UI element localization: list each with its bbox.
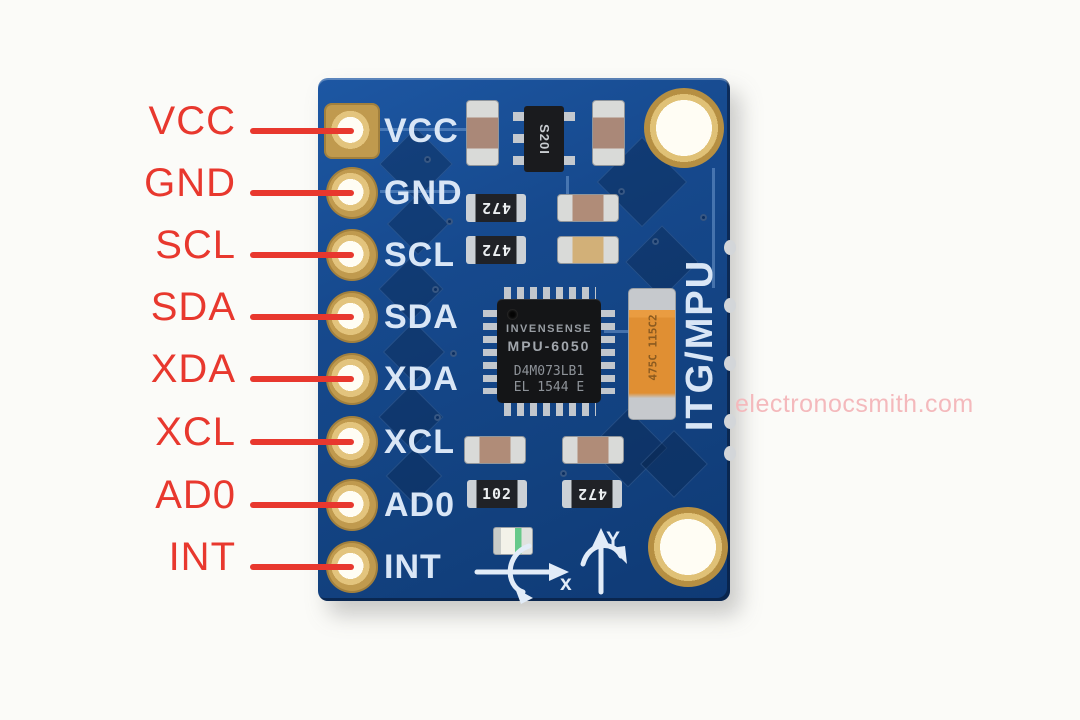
callout-line-int [250, 564, 354, 570]
callout-line-gnd [250, 190, 354, 196]
edge-solder-bump [724, 298, 736, 313]
capacitor [466, 100, 499, 166]
chip-leads-top [504, 287, 596, 300]
callout-label-int: INT [168, 535, 236, 579]
pcb-trace [604, 330, 628, 333]
callout-line-sda [250, 314, 354, 320]
via [618, 188, 625, 195]
watermark-text: electronocsmith.com [735, 390, 974, 418]
capacitor [464, 436, 526, 464]
silk-label-sda: SDA [384, 298, 459, 336]
resistor-472: 472 [562, 480, 622, 508]
chip-date-code: EL 1544 E [513, 380, 585, 395]
silk-label-vcc: VCC [384, 112, 459, 150]
pcb-trace [380, 128, 468, 131]
tantalum-capacitor: 475C 115C2 [628, 288, 676, 420]
chip-part-number: MPU-6050 [507, 338, 591, 354]
resistor-102: 102 [467, 480, 527, 508]
pcb-trace [712, 168, 715, 288]
mpu6050-chip: INVENSENSE MPU-6050 D4M073LB1 EL 1544 E [497, 299, 601, 403]
callout-label-xda: XDA [150, 347, 236, 391]
silk-label-xda: XDA [384, 360, 459, 398]
callout-label-gnd: GND [144, 161, 236, 205]
pcb-trace [380, 190, 458, 193]
capacitor [557, 236, 619, 264]
silk-label-gnd: GND [384, 174, 463, 212]
silk-side-label: ITG/MPU [679, 258, 721, 432]
callout-label-vcc: VCC [148, 99, 236, 143]
voltage-regulator: S20I [524, 106, 564, 172]
x-axis-label: x [560, 572, 572, 595]
y-axis-label: Y [606, 528, 621, 551]
chip-leads-bottom [504, 403, 596, 416]
callout-label-scl: SCL [155, 223, 236, 267]
resistor-marking: 102 [481, 485, 513, 503]
via [450, 350, 457, 357]
via [446, 218, 453, 225]
via [700, 214, 707, 221]
chip-leads-left [483, 310, 497, 394]
callout-line-scl [250, 252, 354, 258]
via [652, 238, 659, 245]
resistor-472: 472 [466, 194, 526, 222]
tantalum-marking-line2: 115C2 [646, 314, 660, 348]
capacitor [557, 194, 619, 222]
capacitor [592, 100, 625, 166]
regulator-lead [564, 156, 575, 165]
via [434, 414, 441, 421]
axis-arrows-icon [474, 528, 627, 604]
callout-line-vcc [250, 128, 354, 134]
edge-solder-bump [724, 240, 736, 255]
edge-solder-bump [724, 446, 736, 461]
callout-line-ad0 [250, 502, 354, 508]
chip-leads-right [601, 310, 615, 394]
silk-label-xcl: XCL [384, 423, 455, 461]
chip-lot-code: D4M073LB1 [513, 364, 585, 379]
silk-label-scl: SCL [384, 236, 455, 274]
regulator-marking: S20I [536, 123, 552, 155]
via [432, 286, 439, 293]
edge-solder-bump [724, 356, 736, 371]
capacitor [562, 436, 624, 464]
regulator-lead [513, 156, 524, 165]
mounting-hole-bottom [648, 507, 728, 587]
resistor-472: 472 [466, 236, 526, 264]
silk-label-ad0: AD0 [384, 486, 456, 524]
chip-brand: INVENSENSE [506, 323, 592, 335]
tantalum-marking: 475C 115C2 [647, 303, 660, 393]
regulator-lead [564, 112, 575, 121]
regulator-lead [513, 134, 524, 143]
regulator-lead [513, 112, 524, 121]
power-led [493, 527, 533, 555]
pin1-dot [507, 309, 518, 320]
pcb-trace [566, 176, 569, 194]
mounting-hole-top [644, 88, 724, 168]
silk-label-int: INT [384, 548, 442, 586]
tantalum-marking-line1: 475C [646, 354, 660, 381]
callout-line-xcl [250, 439, 354, 445]
edge-solder-bump [724, 414, 736, 429]
callout-label-sda: SDA [150, 285, 236, 329]
callout-line-xda [250, 376, 354, 382]
resistor-marking: 472 [576, 485, 608, 503]
via [560, 470, 567, 477]
via [424, 156, 431, 163]
callout-label-xcl: XCL [155, 410, 236, 454]
callout-label-ad0: AD0 [155, 473, 236, 517]
